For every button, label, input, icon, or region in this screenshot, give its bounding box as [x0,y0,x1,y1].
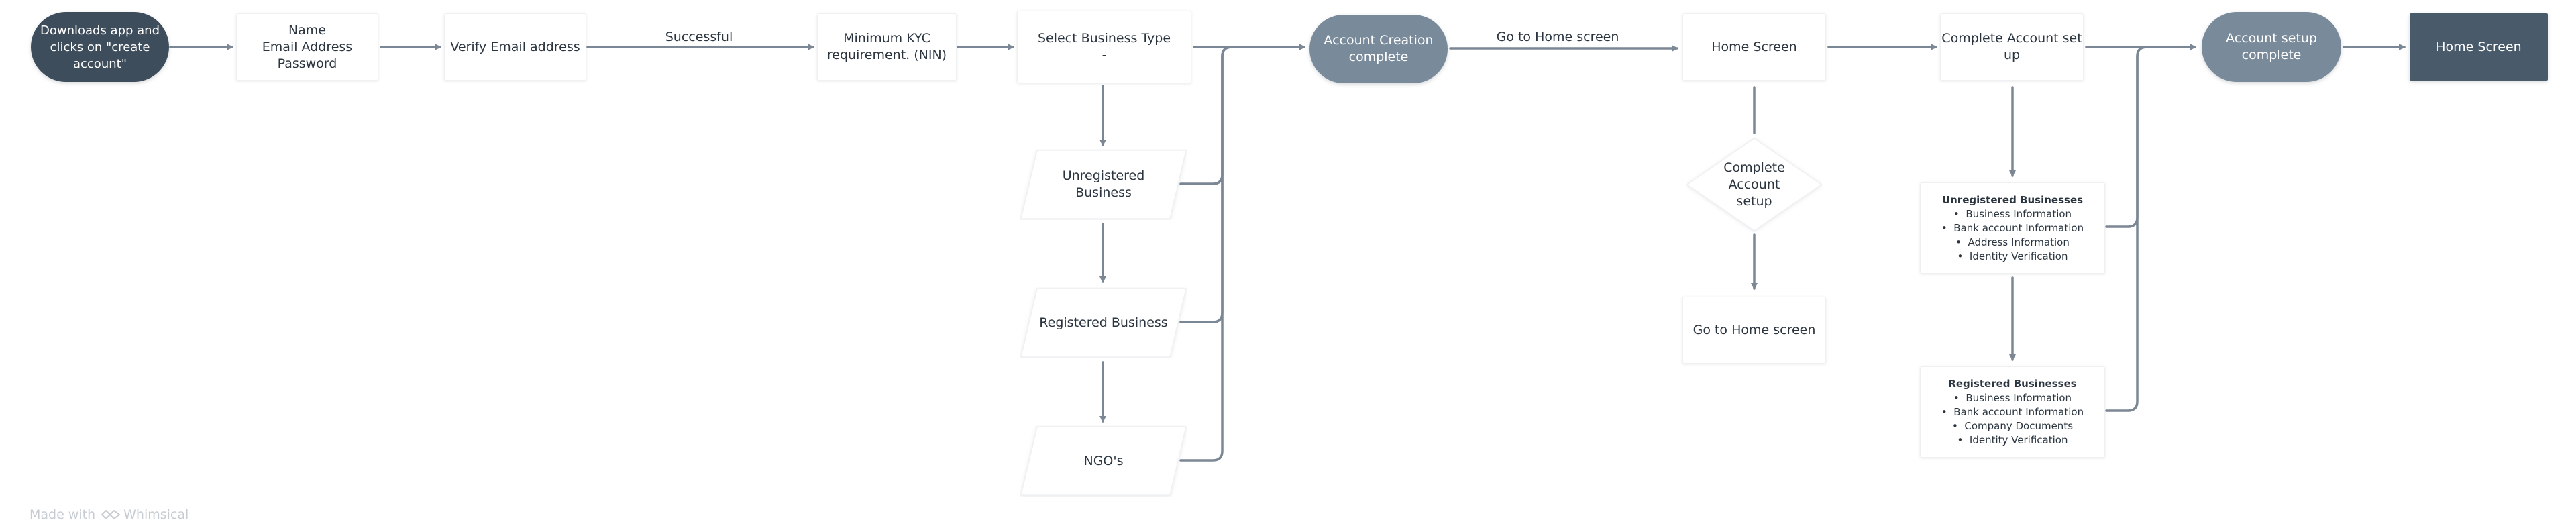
list-item: Business Information [1953,391,2072,405]
node-start-label: Downloads app and clicks on "create acco… [40,23,160,71]
node-setup-complete-label: Account setup complete [2226,31,2317,62]
node-account-created[interactable]: Account Creation complete [1309,15,1448,83]
list-item: Identity Verification [1957,250,2068,264]
diamond-shape [1686,138,1823,231]
node-unregistered[interactable]: Unregistered Business [1020,149,1187,220]
made-with-text: Made with [30,507,96,522]
node-start[interactable]: Downloads app and clicks on "create acco… [31,12,169,82]
node-registered-list[interactable]: Registered Businesses Business Informati… [1920,366,2105,458]
whimsical-brand-text: Whimsical [123,507,189,522]
node-kyc-label: Minimum KYC requirement. (NIN) [826,31,947,62]
list-title: Unregistered Businesses [1941,193,2084,206]
edge-unregistered-merge [1179,44,1305,185]
list-item: Business Information [1953,207,2072,221]
parallelogram-shape [1020,426,1187,496]
node-account-created-label: Account Creation complete [1324,33,1434,64]
node-registered[interactable]: Registered Business [1020,287,1187,358]
list-item: Bank account Information [1941,221,2084,236]
list-item: Bank account Information [1941,405,2084,419]
node-select-type-label: Select Business Type - [1037,31,1171,62]
node-details[interactable]: Name Email Address Password [236,13,378,81]
whimsical-link[interactable]: Whimsical [101,507,189,522]
node-registered-label: Registered Business [1039,315,1168,330]
node-go-home-label: Go to Home screen [1693,322,1816,337]
node-home-screen-label: Home Screen [1711,39,1797,54]
list-item: Identity Verification [1957,433,2068,448]
node-kyc[interactable]: Minimum KYC requirement. (NIN) [817,13,957,81]
list-item: Address Information [1955,236,2070,250]
node-ngo[interactable]: NGO's [1020,425,1187,497]
edge-label-go-home: Go to Home screen [1496,30,1619,44]
edge-ngo-merge [1179,44,1305,462]
parallelogram-shape [1020,150,1187,219]
node-verify-label: Verify Email address [450,39,580,54]
node-complete-setup[interactable]: Complete Account set up [1940,13,2084,81]
list-title: Registered Businesses [1948,377,2077,390]
node-home-final[interactable]: Home Screen [2410,13,2548,81]
list-item: Company Documents [1952,419,2073,433]
node-go-home[interactable]: Go to Home screen [1682,297,1826,364]
node-home-screen[interactable]: Home Screen [1682,13,1826,81]
node-ngo-label: NGO's [1083,453,1124,468]
edge-label-successful: Successful [665,30,733,44]
node-details-label: Name Email Address Password [262,22,353,71]
node-complete-setup-decision-label: Complete Account setup [1723,160,1785,209]
node-verify[interactable]: Verify Email address [444,13,586,81]
made-with-footer: Made with Whimsical [30,507,189,522]
node-complete-setup-label: Complete Account set up [1941,31,2082,62]
node-complete-setup-decision[interactable]: Complete Account setup [1686,137,1823,232]
node-select-type[interactable]: Select Business Type - [1017,11,1191,83]
whimsical-logo-icon [101,510,121,519]
edge-unreglist-merge [2105,44,2196,228]
parallelogram-shape [1020,288,1187,358]
node-unregistered-list[interactable]: Unregistered Businesses Business Informa… [1920,182,2105,274]
edge-reglist-merge [2105,44,2196,412]
node-unregistered-label: Unregistered Business [1062,168,1145,200]
node-setup-complete[interactable]: Account setup complete [2202,12,2341,82]
node-home-final-label: Home Screen [2436,39,2522,54]
